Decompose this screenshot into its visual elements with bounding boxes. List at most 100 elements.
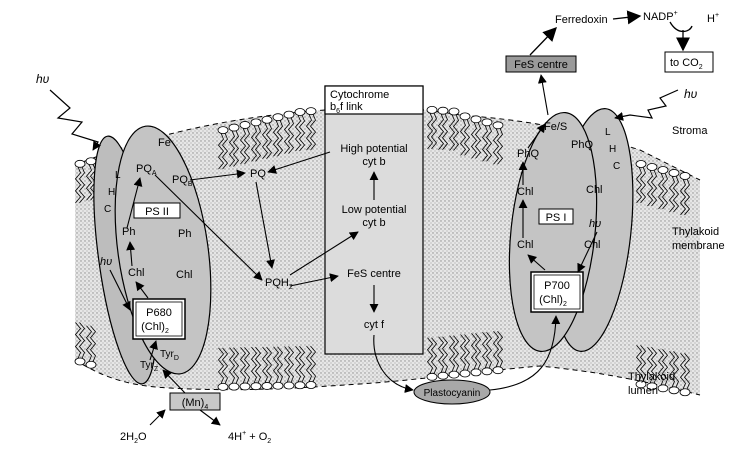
lipid-tail [430, 337, 438, 374]
lipid-tail [298, 346, 306, 383]
ps1-lhc-l: L [605, 127, 611, 138]
lipid-tail [232, 130, 240, 167]
lipid-tail [448, 335, 456, 372]
lipid-tail [646, 347, 654, 384]
high-cytb-line2: cyt b [362, 156, 385, 168]
lipid-tail [485, 125, 493, 162]
lipid-tail [639, 166, 647, 204]
ps2-lhc-h: H [108, 187, 115, 198]
membrane-bottom-edge [74, 359, 701, 396]
p700-line2: (Chl)2 [539, 294, 567, 308]
lipid-tail [254, 125, 262, 162]
light-left-label: hυ [36, 72, 50, 86]
lipid-head [250, 382, 262, 391]
cytf-label: cyt f [364, 319, 385, 331]
arrow-water-to-mn [149, 409, 166, 426]
lipid-head [492, 121, 504, 130]
lipid-head [657, 384, 669, 393]
lipid-tail [668, 175, 676, 213]
lipid-tail [276, 120, 284, 157]
lumen-label-line2: lumen [628, 385, 658, 397]
ps1-fes: Fe/S [544, 121, 567, 133]
lipid-tail [496, 330, 504, 368]
lipid-tail [239, 347, 247, 384]
lipid-head [74, 357, 86, 366]
lipid-tail [305, 345, 313, 383]
lipid-head [228, 382, 240, 391]
to-co2-label: to CO2 [670, 57, 703, 71]
lipid-tail [250, 346, 258, 384]
ps2-lhc-l: L [115, 170, 121, 181]
membrane-label-line2: membrane [672, 240, 725, 252]
lipid-head [239, 382, 251, 391]
arrow-pq-to-pqh2 [255, 181, 275, 269]
ps1-chl-right-low: Chl [584, 239, 601, 251]
pqh2-label: PQH2 [265, 277, 293, 291]
ps1-hv-inner: hυ [589, 218, 601, 230]
lipid-head [437, 371, 449, 380]
membrane-label-line1: Thylakoid [672, 226, 719, 238]
lipid-tail [85, 325, 93, 362]
arrow-pqh2-to-fes [289, 273, 339, 287]
lipid-tail [492, 330, 500, 368]
arrow-high-cytb-to-pq [267, 151, 331, 174]
ps2-chl-left: Chl [128, 267, 145, 279]
arrow-mn-to-products [199, 409, 221, 426]
plastocyanin-ellipse [413, 379, 491, 405]
ps1-lhc-c: C [613, 161, 620, 172]
ps2-chl-right: Chl [176, 269, 193, 281]
lipid-tail [287, 117, 295, 154]
lipid-head [85, 157, 97, 166]
lipid-tail [470, 122, 478, 159]
arrow-p700-to-chl [527, 254, 546, 271]
mn-cluster-box [169, 392, 221, 411]
lipid-tail [635, 345, 643, 382]
lipid-tail [309, 345, 317, 383]
fes-centre-label: FeS centre [514, 59, 568, 71]
arrow-hv-to-p700 [577, 231, 598, 273]
ferredoxin-label: Ferredoxin [555, 14, 608, 26]
nadp-label: NADP+ [643, 10, 678, 23]
lipid-tail [474, 333, 482, 370]
lipid-tail [657, 172, 665, 210]
lipid-tail [437, 336, 445, 373]
lipid-tail [261, 346, 269, 384]
lipid-tail [265, 346, 273, 384]
lipid-tail [261, 122, 269, 160]
lipid-head [294, 381, 306, 390]
p680-line2: (Chl)2 [141, 321, 169, 335]
ps2-fe: Fe [158, 137, 171, 149]
lipid-head [481, 118, 493, 127]
low-cytb-line1: Low potential [342, 204, 407, 216]
lipid-tail [272, 346, 280, 383]
ps1-phq-left: PhQ [517, 148, 539, 160]
lipid-head [261, 382, 273, 390]
lipid-head [217, 126, 229, 135]
lipid-tail [463, 334, 471, 371]
ps2-hv-inner: hυ [100, 256, 112, 268]
lipid-tail [672, 175, 680, 213]
lipid-head [635, 380, 647, 389]
ps2-lhc-c: C [104, 204, 111, 215]
lipid-tail [254, 346, 262, 384]
arrow-pqb-to-pq [189, 169, 246, 181]
lipid-tail [481, 332, 489, 369]
lipid-tail [228, 130, 236, 167]
p700-inner-box [533, 274, 581, 310]
lipid-tail [496, 128, 504, 165]
top-chain-arrows [529, 10, 692, 55]
ps2-ph-left: Ph [122, 226, 135, 238]
pq-label: PQ [250, 168, 266, 180]
lipid-head [470, 368, 482, 377]
lipid-tail [221, 347, 229, 385]
lipid-tail [426, 112, 434, 150]
lipid-tail [459, 334, 467, 371]
p680-inner-box [135, 301, 183, 337]
lipid-head [283, 110, 295, 119]
lipid-tail [243, 127, 251, 165]
lipid-tail [78, 166, 86, 204]
ps2-ph-right: Ph [178, 228, 191, 240]
lipid-tail [679, 178, 687, 216]
